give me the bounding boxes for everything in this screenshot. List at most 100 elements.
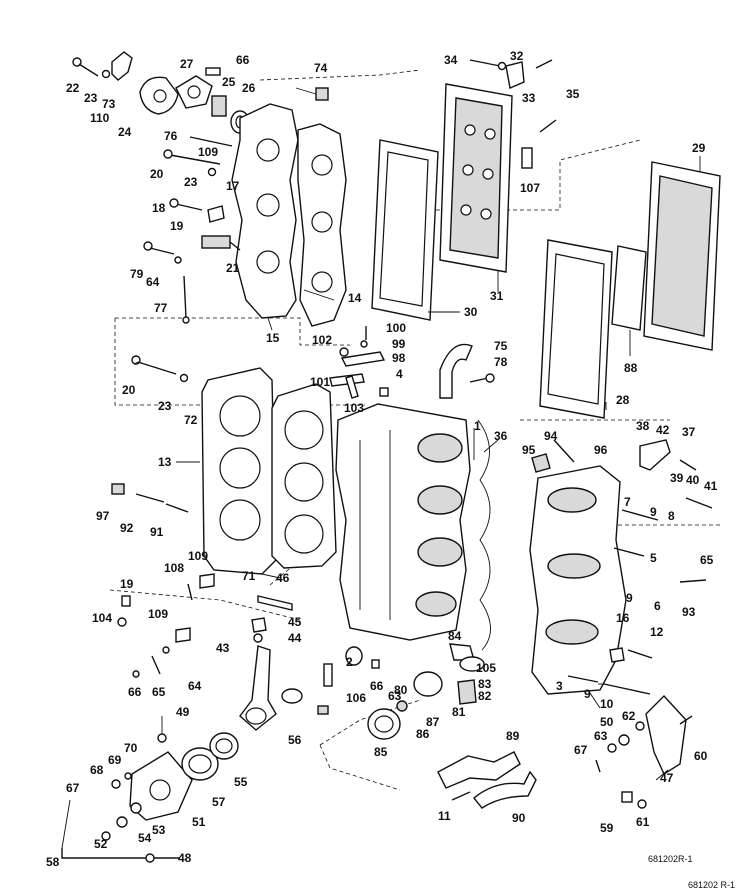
callout-29: 29 [692,141,706,155]
callout-104: 104 [92,611,112,625]
callout-23: 23 [84,91,98,105]
corner-mark: 681202 R-1 [688,880,735,890]
callout-46: 46 [276,571,290,585]
washer-54 [116,816,128,828]
callout-4: 4 [396,367,403,381]
callout-85: 85 [374,745,388,759]
callout-77: 77 [154,301,168,315]
callout-109: 109 [198,145,218,159]
callout-8: 8 [668,509,675,523]
callout-3: 3 [556,679,563,693]
callout-15: 15 [266,331,280,345]
bracket-89 [437,751,521,789]
callout-45: 45 [288,615,302,629]
bolt-20-top [169,154,221,165]
lever-38 [639,439,671,471]
clip-16 [609,647,625,663]
callout-1: 1 [474,419,481,433]
clip-99 [360,340,368,348]
callout-23b: 23 [184,175,198,189]
callout-66: 66 [236,53,250,67]
callout-10: 10 [600,697,614,711]
callout-63b: 63 [594,729,608,743]
plug-106 [317,705,329,715]
fitting-97 [111,483,125,495]
nut-49 [157,733,167,743]
callout-14: 14 [348,291,362,305]
callout-71: 71 [242,569,256,583]
callout-6: 6 [654,599,661,613]
rotor-80 [413,671,443,697]
callout-25: 25 [222,75,236,89]
plug-66-mid [371,659,380,669]
callout-66c: 66 [370,679,384,693]
callout-19b: 19 [120,577,134,591]
clip-19-low [121,595,131,607]
callout-96: 96 [594,443,608,457]
callout-9b: 9 [626,591,633,605]
callout-34: 34 [444,53,458,67]
callout-66b: 66 [128,685,142,699]
washer-66-low [132,670,140,678]
callout-105: 105 [476,661,496,675]
callout-16: 16 [616,611,630,625]
callout-11: 11 [438,809,451,823]
callout-57: 57 [212,795,226,809]
callout-2: 2 [346,655,353,669]
callout-102: 102 [312,333,332,347]
callout-95: 95 [522,443,536,457]
clip-109-top [199,573,215,589]
callout-65b: 65 [700,553,714,567]
tube-46 [257,595,293,611]
cap-2 [345,646,363,666]
callout-62: 62 [622,709,636,723]
callout-24: 24 [118,125,132,139]
callout-19: 19 [170,219,184,233]
plug-4 [379,387,389,397]
callout-82: 82 [478,689,492,703]
callout-36: 36 [494,429,508,443]
washer-104 [117,617,127,627]
callout-37: 37 [682,425,696,439]
bolt-18 [175,203,203,211]
washer-62 [635,721,645,731]
washer-63 [607,743,617,753]
callout-75: 75 [494,339,508,353]
arm-103 [345,375,359,399]
bolt-10 [603,683,651,695]
callout-28: 28 [616,393,630,407]
callout-33: 33 [522,91,536,105]
callout-9c: 9 [584,687,591,701]
callout-42: 42 [656,423,670,437]
rod-58 [61,848,180,859]
callout-67: 67 [66,781,80,795]
callout-68: 68 [90,763,104,777]
callout-51: 51 [192,815,206,829]
plate-105 [459,656,485,672]
sensor-74 [295,87,329,101]
callout-17: 17 [226,179,240,193]
callout-100: 100 [386,321,406,335]
fitting-66-top [205,67,221,76]
bolt-22 [72,57,99,77]
callout-106: 106 [346,691,366,705]
bolt-65-left [151,655,161,675]
clip-107 [521,147,533,169]
callout-58: 58 [46,855,60,869]
callout-73: 73 [102,97,116,111]
callout-7: 7 [624,495,631,509]
callout-81: 81 [452,705,466,719]
washer-69 [124,772,132,780]
callout-32: 32 [510,49,524,63]
callout-38: 38 [636,419,650,433]
callout-23c: 23 [158,399,172,413]
callout-89: 89 [506,729,520,743]
callout-90: 90 [512,811,526,825]
callout-108: 108 [164,561,184,575]
callout-107: 107 [520,181,540,195]
washer-23-low [179,373,189,383]
bolt-91 [165,503,189,513]
bolt-20-mid [131,355,177,375]
bolt-12 [627,649,653,659]
clip-19-top [207,205,225,223]
